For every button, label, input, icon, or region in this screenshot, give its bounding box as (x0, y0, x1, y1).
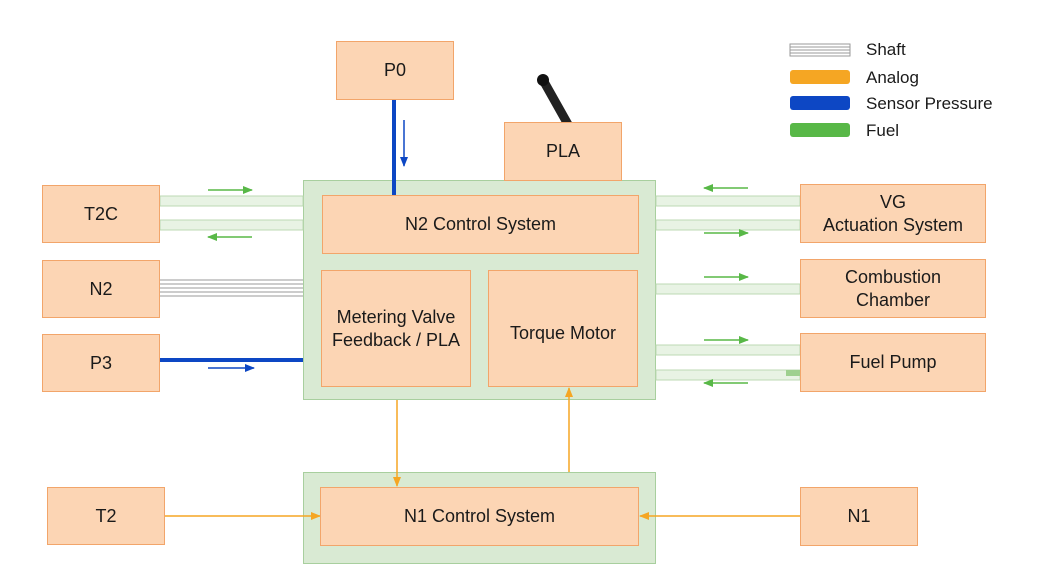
legend-fuel-swatch (790, 123, 850, 137)
n1-box: N1 (800, 487, 918, 546)
pla-box: PLA (504, 122, 622, 181)
fuel-pump-box: Fuel Pump (800, 333, 986, 392)
t2-box: T2 (47, 487, 165, 545)
metering-valve-box: Metering Valve Feedback / PLA (321, 270, 471, 387)
combustion-connector (655, 273, 801, 295)
fuel-pump-connector (655, 336, 801, 387)
legend-sensor-pressure-label: Sensor Pressure (866, 94, 993, 113)
throttle-lever-icon (537, 74, 575, 133)
n2-shaft-connector (160, 279, 303, 297)
legend-analog-swatch (790, 70, 850, 84)
n1-control-system-box: N1 Control System (320, 487, 639, 546)
t2c-connector (159, 186, 304, 241)
vg-actuation-box: VG Actuation System (800, 184, 986, 243)
p0-pressure-connector (392, 100, 408, 196)
vg-connector (655, 184, 801, 237)
combustion-chamber-box: Combustion Chamber (800, 259, 986, 318)
p0-box: P0 (336, 41, 454, 100)
torque-motor-box: Torque Motor (488, 270, 638, 387)
p3-pressure-connector (160, 358, 303, 372)
legend-fuel-label: Fuel (866, 121, 900, 140)
p3-box: P3 (42, 334, 160, 392)
legend-analog-label: Analog (866, 68, 919, 87)
t2c-box: T2C (42, 185, 160, 243)
n2-box: N2 (42, 260, 160, 318)
legend-shaft-label: Shaft (866, 40, 906, 59)
legend-shaft-swatch (789, 43, 851, 57)
n2-control-system-box: N2 Control System (322, 195, 639, 254)
legend-sensor-pressure-swatch (790, 96, 850, 110)
